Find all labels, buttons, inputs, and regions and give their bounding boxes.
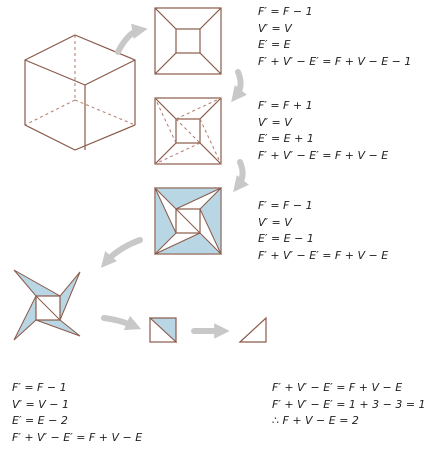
arrow-net4-to-square	[101, 315, 142, 331]
equation-line: F′ + V′ − E′ = 1 + 3 − 3 = 1	[272, 397, 426, 411]
equation-line: V′ = V − 1	[12, 397, 69, 411]
arrow-net1-to-net2	[231, 69, 247, 103]
net-step-2	[154, 97, 222, 165]
cube-figure	[24, 34, 136, 151]
equation-line: F′ + V′ − E′ = F + V − E	[258, 248, 389, 262]
equations-step-3: F′ = F − 1 V′ = V E′ = E − 1 F′ + V′ − E…	[258, 198, 388, 264]
equation-line: ∴ F + V − E = 2	[272, 414, 359, 428]
equation-line: F′ + V′ − E′ = F + V − E	[258, 148, 389, 162]
net-step-4	[13, 269, 81, 341]
equation-line: E′ = E	[258, 38, 291, 52]
net-step-1	[154, 7, 222, 75]
net-step-5	[148, 316, 178, 344]
equations-conclusion: F′ + V′ − E′ = F + V − E F′ + V′ − E′ = …	[272, 380, 426, 430]
equation-line: F′ = F + 1	[258, 99, 313, 112]
equation-line: F′ + V′ − E′ = F + V − E	[272, 381, 403, 394]
arrow-cube-to-net1	[115, 23, 148, 55]
equations-step-1: F′ = F − 1 V′ = V E′ = E F′ + V′ − E′ = …	[258, 4, 411, 70]
equations-step-4: F′ = F − 1 V′ = V − 1 E′ = E − 2 F′ + V′…	[12, 380, 142, 446]
equation-line: E′ = E + 1	[258, 132, 314, 146]
equation-line: E′ = E − 2	[12, 414, 68, 428]
net-step-3	[153, 186, 223, 256]
equation-line: V′ = V	[258, 215, 292, 229]
equation-line: F′ = F − 1	[258, 199, 313, 212]
arrow-net3-to-net4	[100, 237, 143, 268]
arrow-net2-to-net3	[233, 159, 249, 193]
equation-line: F′ = F − 1	[12, 381, 67, 394]
equation-line: F′ + V′ − E′ = F + V − E	[12, 430, 143, 444]
equation-line: F′ + V′ − E′ = F + V − E − 1	[258, 54, 412, 68]
final-triangle	[238, 316, 267, 343]
equation-line: E′ = E − 1	[258, 232, 314, 246]
equations-step-2: F′ = F + 1 V′ = V E′ = E + 1 F′ + V′ − E…	[258, 98, 388, 164]
equation-line: V′ = V	[258, 21, 292, 35]
equation-line: F′ = F − 1	[258, 5, 313, 18]
equation-line: V′ = V	[258, 115, 292, 129]
